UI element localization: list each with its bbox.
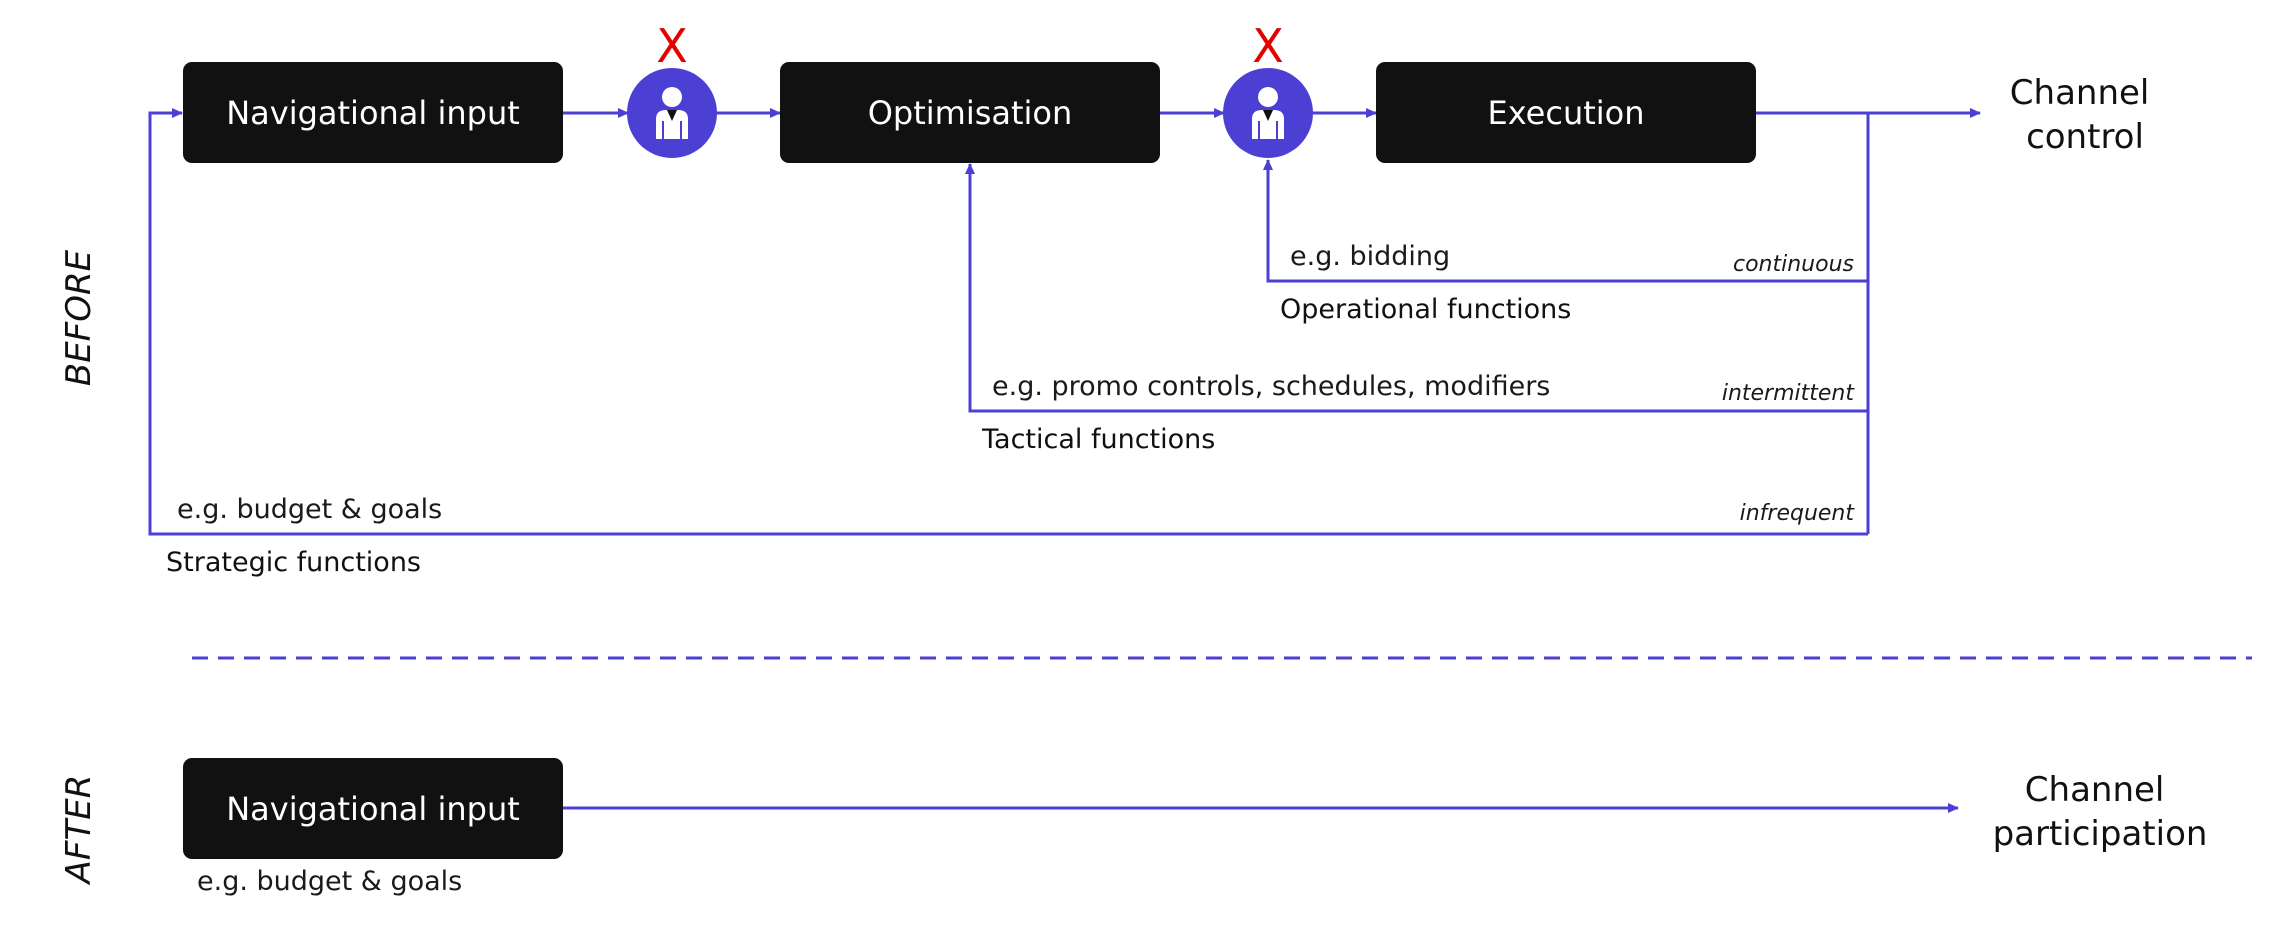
after-navigational-input-box: Navigational input	[183, 758, 563, 859]
strategic-function-label: Strategic functions	[166, 547, 421, 578]
operational-function-label: Operational functions	[1280, 294, 1571, 325]
person-icon	[627, 68, 717, 158]
strategic-example: e.g. budget & goals	[177, 494, 442, 525]
after-navigational-input-label: Navigational input	[226, 790, 520, 828]
tactical-loop	[965, 163, 1868, 413]
tactical-frequency: intermittent	[1722, 381, 1856, 406]
channel-control-label: Channel control	[2010, 73, 2160, 157]
execution-label: Execution	[1487, 94, 1644, 132]
before-side-label: BEFORE	[59, 249, 99, 386]
operational-loop	[1263, 159, 1868, 283]
tactical-function-label: Tactical functions	[981, 424, 1215, 455]
person-icon	[1223, 68, 1313, 158]
tactical-example: e.g. promo controls, schedules, modifier…	[992, 371, 1550, 402]
after-example: e.g. budget & goals	[197, 866, 462, 897]
strategic-loop	[148, 108, 1868, 536]
optimisation-box: Optimisation	[780, 62, 1160, 163]
channel-participation-label: Channel participation	[1993, 770, 2208, 854]
strategic-frequency: infrequent	[1740, 501, 1856, 526]
navigational-input-box: Navigational input	[183, 62, 563, 163]
navigational-input-label: Navigational input	[226, 94, 520, 132]
execution-box: Execution	[1376, 62, 1756, 163]
operational-frequency: continuous	[1733, 252, 1854, 277]
operational-example: e.g. bidding	[1290, 241, 1450, 272]
optimisation-label: Optimisation	[868, 94, 1073, 132]
x-mark: X	[1252, 19, 1284, 73]
after-side-label: AFTER	[59, 775, 99, 886]
feedback-loops	[148, 108, 1870, 536]
x-mark: X	[656, 19, 688, 73]
